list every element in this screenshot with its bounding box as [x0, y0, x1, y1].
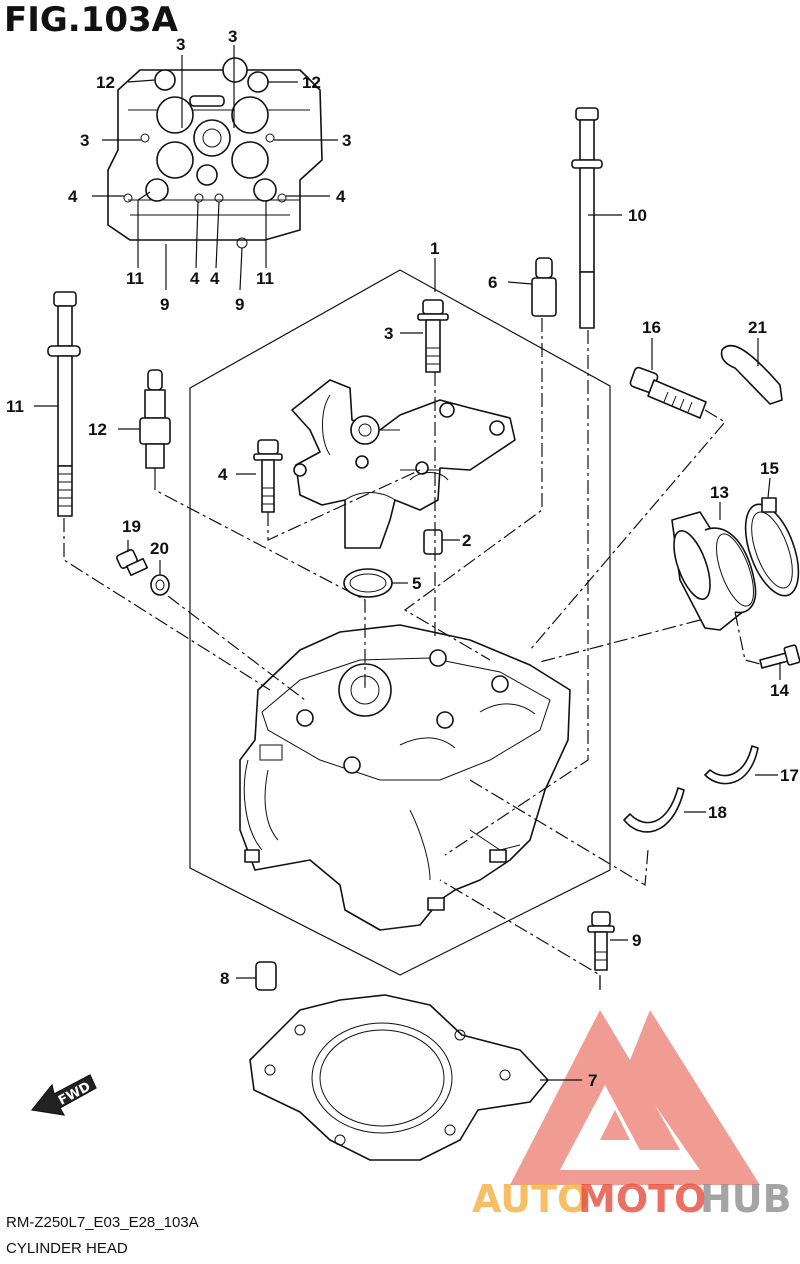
- screw-14: [759, 644, 800, 669]
- dowel-pin-8: [255, 961, 277, 991]
- callout-10: 10: [628, 206, 647, 225]
- callout-17: 17: [780, 766, 799, 785]
- forward-direction-arrow: [30, 1074, 97, 1116]
- callout-12a: 12: [96, 73, 115, 92]
- callout-3e: 3: [384, 324, 393, 343]
- callout-4d: 4: [210, 269, 220, 288]
- stud-bolt-11: [47, 291, 81, 517]
- bolt-4: [253, 439, 283, 513]
- washer-20: [150, 574, 170, 596]
- watermark-triangle: [510, 1010, 760, 1185]
- cylinder-head-body: [239, 624, 571, 931]
- callout-21: 21: [748, 318, 767, 337]
- callout-11b: 11: [256, 269, 274, 288]
- callout-2: 2: [462, 531, 471, 550]
- assembly-outline: [189, 258, 611, 976]
- watermark-logo: [510, 1010, 760, 1185]
- head-gasket-7: [249, 994, 549, 1161]
- callout-5: 5: [412, 574, 421, 593]
- bolt-16: [629, 366, 707, 419]
- callout-1: 1: [430, 239, 439, 258]
- leader-lines: [34, 214, 781, 1081]
- guide-6: [531, 257, 557, 317]
- callout-4e: 4: [218, 465, 228, 484]
- callout-3a: 3: [176, 35, 185, 54]
- figure-code: RM-Z250L7_E03_E28_103A: [6, 1214, 199, 1231]
- watermark-text-hub: HUB: [700, 1177, 792, 1221]
- callout-9b: 9: [235, 295, 244, 314]
- callout-9c: 9: [632, 931, 641, 950]
- callout-11a: 11: [126, 269, 144, 288]
- dowel-pin-2: [423, 529, 443, 555]
- callout-6: 6: [488, 273, 497, 292]
- clamp-21: [720, 344, 783, 405]
- callout-labels: 3 3 12 12 3 3 4 4 11 4 4 11 9 9 10 1 6 3…: [6, 27, 799, 1090]
- callout-18: 18: [708, 803, 727, 822]
- callout-15: 15: [760, 459, 779, 478]
- callout-3c: 3: [80, 131, 89, 150]
- watermark-text-auto: AUTO: [472, 1177, 589, 1221]
- callout-9a: 9: [160, 295, 169, 314]
- callout-12c: 12: [88, 420, 107, 439]
- callout-12b: 12: [302, 73, 321, 92]
- half-ring-17: [704, 745, 759, 785]
- stud-bolt-10: [571, 107, 603, 329]
- callout-3b: 3: [228, 27, 237, 46]
- camshaft-holder: [291, 379, 516, 549]
- callout-16: 16: [642, 318, 661, 337]
- top-view-leaders: [92, 45, 338, 291]
- watermark-text-moto: MOTO: [578, 1177, 706, 1221]
- callout-20: 20: [150, 539, 169, 558]
- callout-11c: 11: [6, 397, 24, 416]
- callout-13: 13: [710, 483, 729, 502]
- callout-4a: 4: [68, 187, 78, 206]
- callout-19: 19: [122, 517, 141, 536]
- spark-plug-12: [139, 369, 171, 476]
- half-ring-18: [623, 787, 685, 833]
- figure-title: FIG.103A: [4, 0, 178, 40]
- callout-8: 8: [220, 969, 229, 988]
- callout-4b: 4: [336, 187, 346, 206]
- bolt-3: [417, 299, 449, 373]
- callout-3d: 3: [342, 131, 351, 150]
- hose-clamp-15: [744, 497, 800, 597]
- assembly-lines: [63, 318, 761, 990]
- cylinder-head-top-view: [107, 57, 323, 249]
- figure-name: CYLINDER HEAD: [6, 1240, 128, 1257]
- callout-14: 14: [770, 681, 789, 700]
- intake-pipe-13: [671, 511, 757, 631]
- bolt-19: [116, 549, 149, 577]
- callout-7: 7: [588, 1071, 597, 1090]
- callout-4c: 4: [190, 269, 200, 288]
- bolt-9: [587, 911, 615, 971]
